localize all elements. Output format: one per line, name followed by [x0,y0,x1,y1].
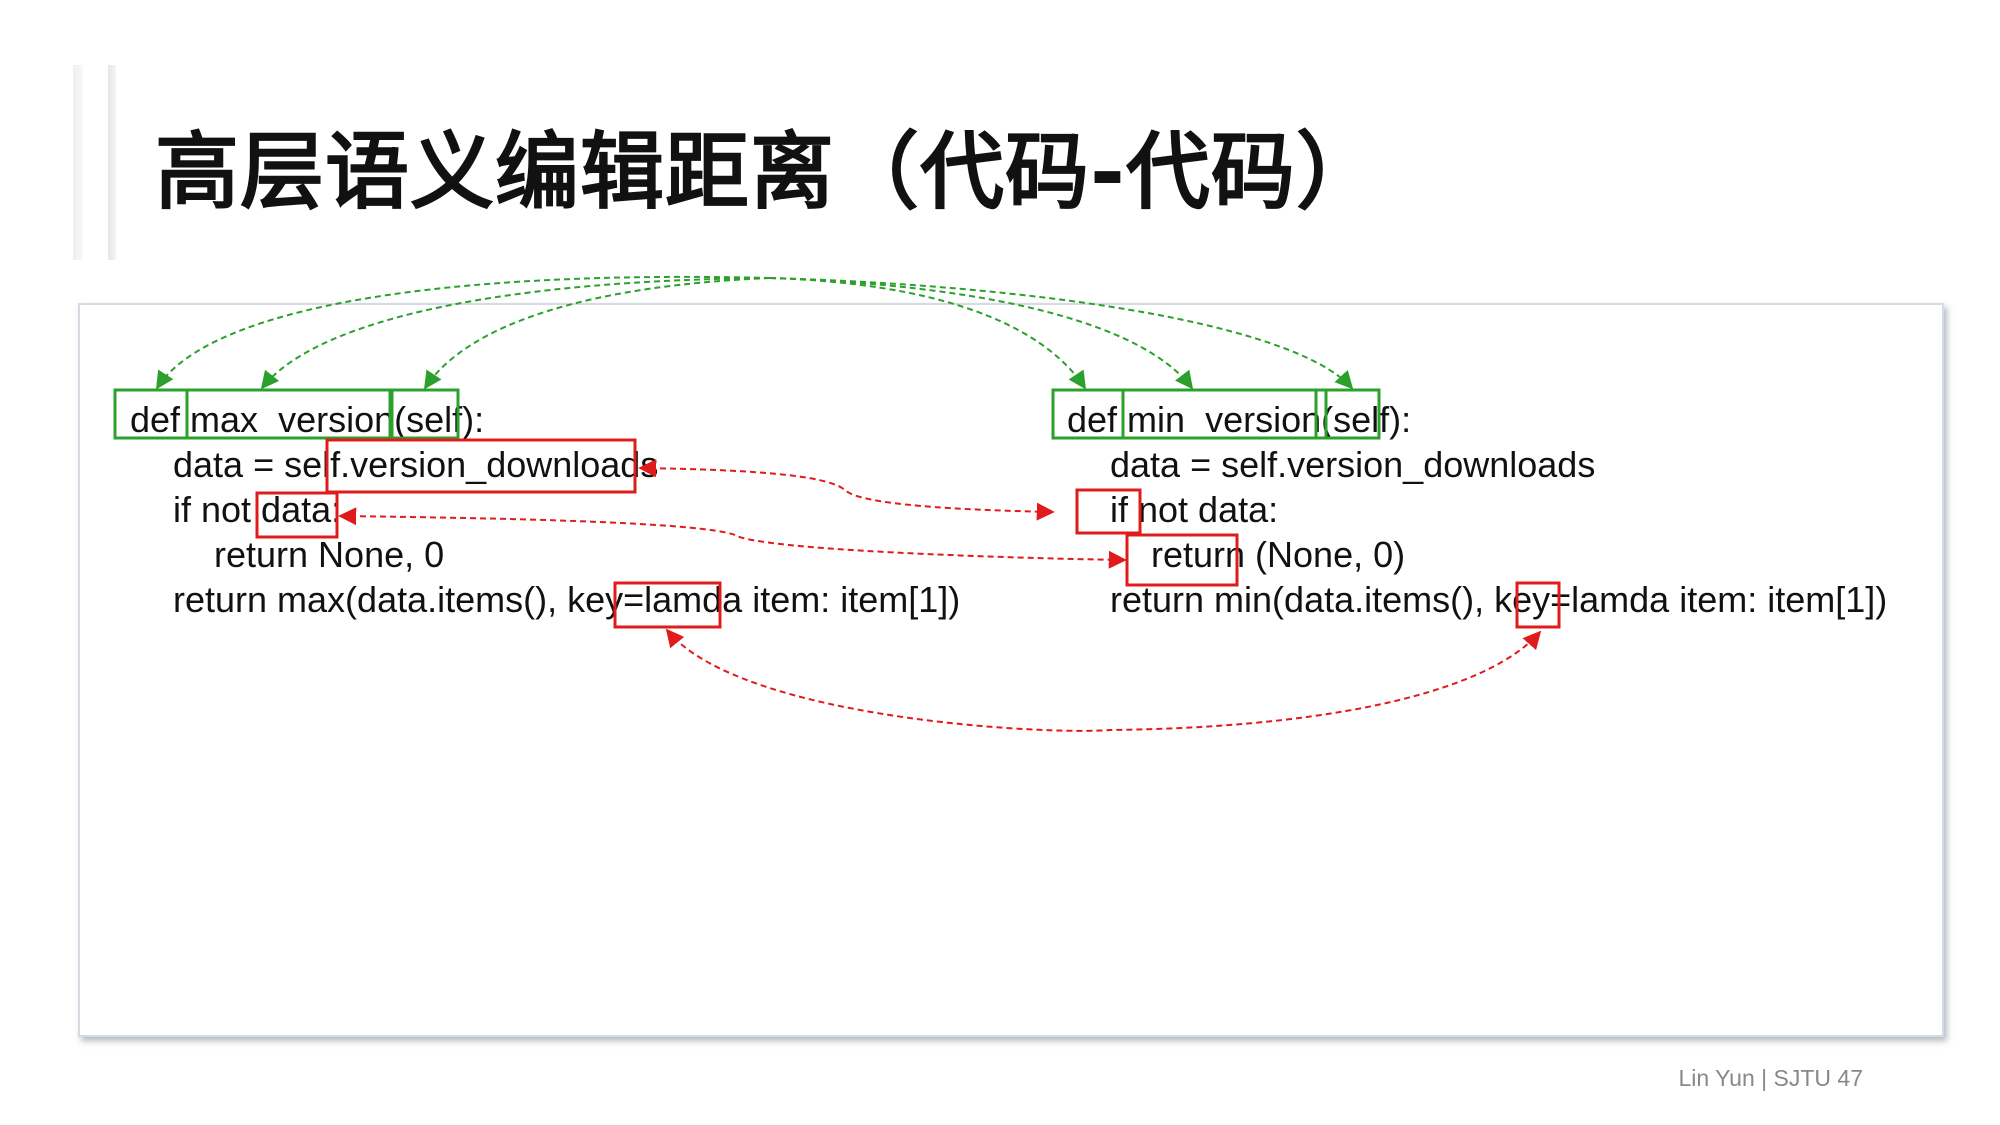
slide-footer: Lin Yun | SJTU 47 [1678,1065,1863,1091]
right-code-line-3: if not data: [1110,489,1279,530]
matched-token-box-right-def [1051,388,1125,440]
edited-token-box-right-if [1075,488,1142,535]
matched-token-box-left-name [185,388,392,440]
edit-arrow-key-to-key [665,628,1542,732]
edited-token-box-right-key [1515,581,1561,629]
right-code-line-1: def min_version(self): [1067,399,1412,440]
right-code-line-4: return (None, 0) [1151,534,1406,575]
match-arrow-name-right [769,277,1194,390]
match-arrow-param-right [769,277,1354,390]
decorative-bar-outer [73,65,83,260]
match-arrow-name-left [260,277,771,390]
edited-token-box-left-data [255,491,339,539]
matched-token-box-right-param [1314,388,1381,440]
decorative-bar-inner [108,65,116,260]
edited-token-box-right-return [1125,533,1239,587]
slide-title: 高层语义编辑距离（代码-代码） [155,123,1381,221]
edit-arrow-data-to-return [338,507,1127,569]
matched-token-box-left-def [113,388,189,440]
right-code-line-2: data = self.version_downloads [1110,444,1596,485]
matched-token-box-right-name [1121,388,1328,440]
matched-token-box-left-param [390,388,460,440]
match-arrow-param-left [424,277,771,390]
edit-arrow-attr-to-if [638,459,1055,521]
edited-token-box-left-key [613,581,722,629]
match-arrow-def-left [156,275,771,390]
match-arrow-def-right [769,277,1086,390]
left-code-line-3: if not data: [173,489,342,530]
edited-token-box-left-attr [325,438,637,494]
left-code-line-2: data = self.version_downloads [173,444,659,485]
left-code-line-5: return max(data.items(), key=lamda item:… [173,579,961,620]
left-code-line-1: def max_version(self): [130,399,485,440]
